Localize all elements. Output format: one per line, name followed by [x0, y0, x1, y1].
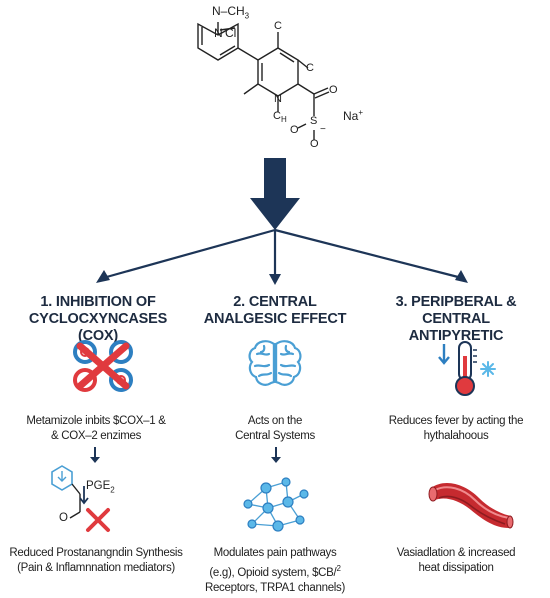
oxygen-label-2: O — [290, 124, 299, 136]
sodium-label: Na+ — [343, 108, 364, 123]
heading-cox-inhibition: 1. INHIBITION OF CYCLOCXYNCASES (COX) — [28, 294, 168, 344]
brain-icon — [248, 340, 302, 386]
prostaglandin-blocked-icon — [51, 465, 110, 532]
pge2-label: PGE2 — [86, 480, 115, 495]
sulfur-label: S — [310, 115, 318, 127]
result-central: Modulates pain pathways (e.g), Opioid sy… — [204, 547, 346, 594]
thermometer-fever-icon — [438, 341, 496, 396]
desc-cox: Metamizole inbits $COX–1 & & COX–2 enzim… — [26, 415, 166, 442]
result-antipyretic: Vasiadlation & increased heat dissipatio… — [396, 547, 516, 574]
central-arrow — [96, 158, 468, 285]
arrow-down-icon — [90, 447, 100, 463]
carbon-label-right: C — [306, 62, 314, 74]
chloride-label: Cl — [225, 26, 237, 40]
heading-antipyretic: 3. PERIPBERAL & CENTRAL ANTIPYRETIC — [395, 294, 517, 344]
n-label: N — [214, 26, 223, 40]
nitrogen-label: N — [274, 93, 282, 105]
blood-vessel-icon — [428, 483, 514, 529]
oxygen-label-3: O — [310, 138, 319, 150]
arrow-down-icon — [271, 447, 281, 463]
oxygen-label-pge: O — [59, 512, 68, 524]
negative-charge-label: − — [320, 124, 326, 135]
result-cox: Reduced Prostanangndin Synthesis (Pain &… — [9, 547, 183, 574]
oxygen-label-1: O — [329, 84, 338, 96]
neural-network-icon — [243, 477, 309, 532]
ch-label: CH — [273, 110, 287, 124]
metamizole-structure — [197, 22, 330, 140]
n-methyl-label: N–CH3 — [212, 4, 250, 21]
desc-central: Acts on the Central Systems — [235, 415, 315, 442]
cox-enzyme-inhibited-icon — [73, 340, 133, 392]
carbon-label-top: C — [274, 20, 282, 32]
heading-central-analgesic: 2. CENTRAL ANALGESIC EFFECT — [203, 294, 347, 327]
desc-antipyretic: Reduces fever by acting the hythalahoous — [388, 415, 524, 442]
